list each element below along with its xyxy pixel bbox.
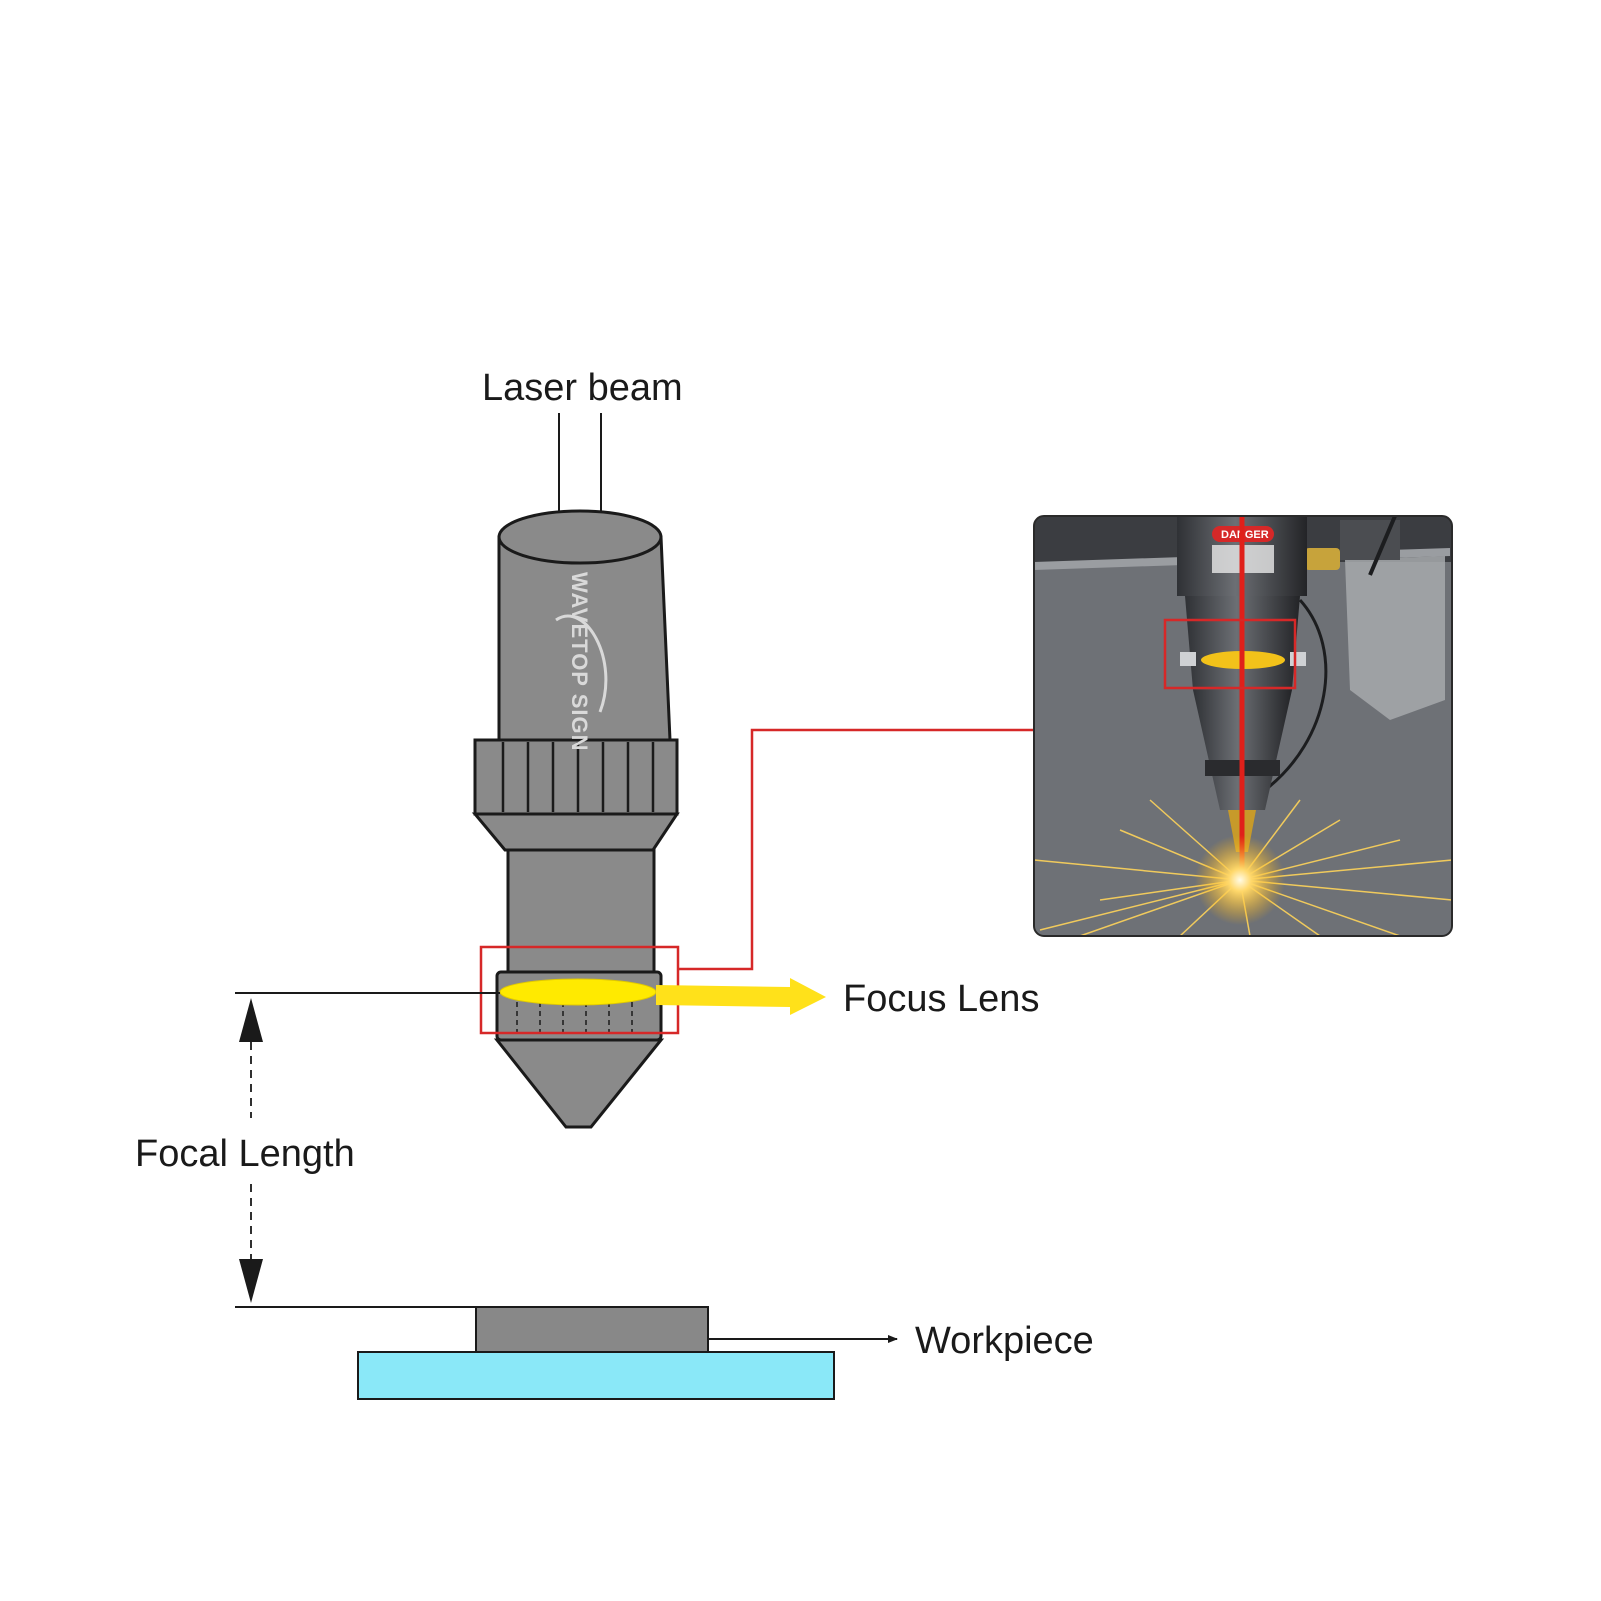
focus-lens-arrow — [656, 978, 826, 1015]
laser-cutter-photo: DANGER — [1033, 515, 1453, 937]
head-nozzle-cone — [493, 1038, 665, 1129]
focal-arrow-up — [239, 998, 263, 1042]
photo-lens-highlight — [1163, 618, 1297, 690]
svg-text:DANGER: DANGER — [1221, 529, 1269, 541]
head-taper — [471, 812, 680, 852]
head-branding: WAVETOP SIGN — [555, 572, 608, 751]
svg-text:WAVETOP SIGN: WAVETOP SIGN — [567, 572, 592, 751]
focal-length-label: Focal Length — [135, 1133, 355, 1175]
brand-swoosh — [555, 614, 608, 713]
machine-bed — [357, 1351, 835, 1400]
knurl-lines — [501, 742, 655, 812]
focal-arrow-down — [239, 1259, 263, 1303]
head-middle-tube — [506, 848, 656, 974]
workpiece-label: Workpiece — [915, 1320, 1094, 1362]
head-top-cap — [497, 509, 663, 565]
laser-beam-label: Laser beam — [482, 367, 683, 409]
laser-head — [471, 509, 680, 1129]
focus-lens-label: Focus Lens — [843, 978, 1039, 1020]
photo-frame — [1033, 515, 1453, 937]
photo-connector-line — [678, 728, 1034, 971]
focus-lens-shape — [499, 978, 657, 1006]
head-knurled-ring — [473, 738, 679, 816]
workpiece-block — [475, 1306, 709, 1353]
